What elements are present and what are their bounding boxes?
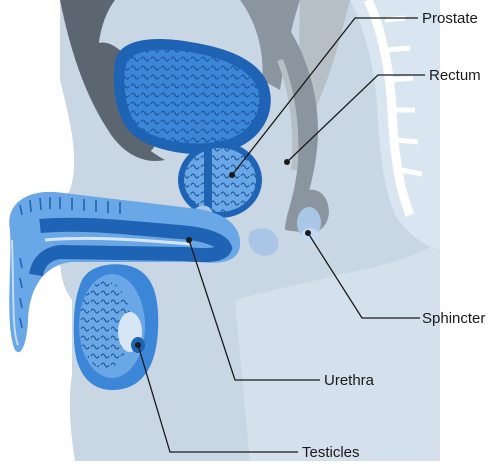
- label-prostate: Prostate: [422, 10, 478, 27]
- dot-testicles: [135, 342, 141, 348]
- leader-sphincter: [307, 232, 420, 319]
- labels: Prostate Rectum Sphincter Urethra Testic…: [302, 10, 485, 461]
- dot-rectum: [284, 159, 290, 165]
- label-urethra: Urethra: [324, 372, 375, 389]
- label-testicles: Testicles: [302, 444, 360, 461]
- leader-prostate: [231, 17, 418, 176]
- testicle: [73, 264, 159, 390]
- dot-urethra: [186, 237, 192, 243]
- penis: [9, 191, 241, 353]
- leader-dots: [135, 159, 311, 348]
- dot-prostate: [229, 172, 235, 178]
- spine-region: [350, 0, 440, 250]
- leader-lines: [137, 17, 425, 453]
- leader-testicles: [137, 344, 298, 453]
- leader-rectum: [286, 74, 425, 163]
- label-sphincter: Sphincter: [422, 310, 485, 327]
- dot-sphincter: [305, 230, 311, 236]
- label-rectum: Rectum: [429, 67, 481, 84]
- leader-urethra: [188, 239, 320, 381]
- bladder: [113, 39, 271, 155]
